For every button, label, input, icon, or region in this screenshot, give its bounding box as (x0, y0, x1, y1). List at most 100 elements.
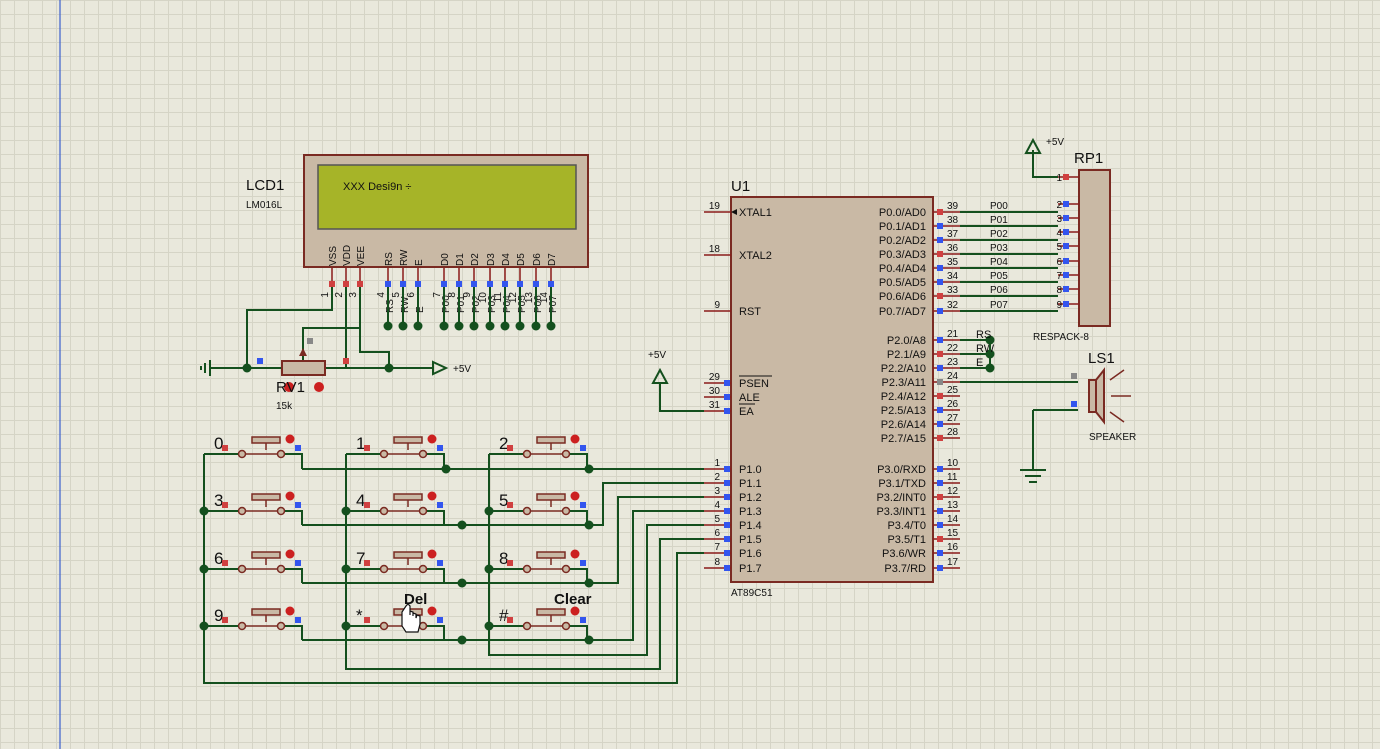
keypad-col-1[interactable] (345, 454, 704, 670)
keypad-wire[interactable] (427, 568, 445, 583)
p0-net-label: P02 (990, 229, 1008, 240)
keypad-contact (561, 621, 571, 631)
keypad-contact (276, 449, 286, 459)
keypad-col-2[interactable] (488, 454, 704, 656)
mcu-pin-num: 9 (714, 300, 720, 311)
keypad-contact (561, 506, 571, 516)
lcd-pin-name: D5 (516, 253, 527, 266)
keypad-button[interactable] (393, 493, 423, 501)
keypad-key-label: 6 (214, 549, 223, 568)
lcd-pin-name: D1 (455, 253, 466, 266)
power-arrow-icon (651, 367, 669, 384)
lcd-net-label: P05 (517, 295, 528, 313)
keypad-button[interactable] (251, 551, 281, 559)
keypad-button[interactable] (251, 493, 281, 501)
pin-marker (456, 281, 462, 287)
mcu-pin-num: 15 (947, 528, 959, 539)
pin-marker (517, 281, 523, 287)
probe-dot (427, 491, 437, 501)
rp-vcc[interactable] (1032, 150, 1058, 178)
mcu-pin-num: 6 (714, 528, 720, 539)
pin-marker (364, 617, 370, 623)
keypad-button[interactable] (393, 436, 423, 444)
ea-net[interactable] (659, 383, 704, 412)
keypad-row-1[interactable] (302, 482, 704, 526)
lcd-net-label: P04 (502, 295, 513, 313)
keypad-contact (237, 506, 247, 516)
respack-pin-num: 9 (1056, 300, 1062, 311)
pin-marker (502, 281, 508, 287)
keypad-wire[interactable] (285, 625, 303, 640)
lcd-screen (317, 164, 577, 230)
pin-marker (441, 281, 447, 287)
keypad-wire[interactable] (570, 453, 588, 469)
keypad-wire[interactable] (285, 453, 303, 469)
keypad-wire[interactable] (570, 625, 588, 640)
lcd-pin-num: 14 (539, 292, 550, 304)
p2-net-label: E (976, 357, 983, 369)
pin-marker (364, 502, 370, 508)
pin-marker (471, 281, 477, 287)
keypad-row-3[interactable] (302, 510, 704, 641)
keypad-col-0[interactable] (203, 454, 704, 684)
potentiometer-body[interactable] (281, 360, 326, 376)
pin-marker (1063, 301, 1069, 307)
pin-marker (548, 281, 554, 287)
mcu-pin-num: 21 (947, 329, 959, 340)
respack-body[interactable] (1078, 169, 1111, 327)
junction-dot (500, 321, 510, 331)
keypad-wire[interactable] (570, 510, 588, 525)
keypad-wire[interactable] (427, 453, 445, 469)
junction-dot (485, 321, 495, 331)
pin-marker (343, 358, 349, 364)
mcu-pin-name: XTAL1 (739, 207, 772, 219)
p0-net-label: P06 (990, 285, 1008, 296)
pin-marker (724, 480, 730, 486)
mcu-ref: U1 (731, 178, 750, 195)
gnd-net[interactable] (246, 287, 333, 368)
keypad-wire[interactable] (285, 510, 303, 525)
pin-marker (364, 560, 370, 566)
power-arrow-icon (432, 360, 449, 376)
keypad-button[interactable] (536, 608, 566, 616)
mcu-pin-name: P2.3/A11 (882, 377, 926, 389)
keypad-wire[interactable] (427, 625, 445, 640)
junction-dot (413, 321, 423, 331)
pin-marker (937, 279, 943, 285)
mcu-pin-num: 23 (947, 357, 959, 368)
pin-marker (724, 394, 730, 400)
pin-marker (937, 308, 943, 314)
pin-marker (937, 237, 943, 243)
lcd-net-label: P07 (548, 295, 559, 313)
keypad-button[interactable] (536, 493, 566, 501)
pin-marker (222, 617, 228, 623)
keypad-contact (379, 506, 389, 516)
pin-marker (937, 480, 943, 486)
keypad-button[interactable] (536, 551, 566, 559)
probe-dot (314, 382, 324, 392)
mcu-body[interactable] (730, 196, 934, 583)
keypad-button[interactable] (393, 551, 423, 559)
lcd-pin-name: E (414, 259, 425, 266)
keypad-key-label: * (356, 606, 363, 625)
keypad-wire[interactable] (285, 568, 303, 583)
p0-net-label: P03 (990, 243, 1008, 254)
speaker-body[interactable] (1088, 379, 1097, 413)
mcu-pin-name: P0.5/AD5 (879, 277, 926, 289)
keypad-wire[interactable] (570, 568, 588, 583)
keypad-button[interactable] (251, 608, 281, 616)
lcd-pin-name: VSS (328, 246, 339, 266)
keypad-button[interactable] (251, 436, 281, 444)
keypad-button[interactable] (536, 436, 566, 444)
power-label: +5V (648, 350, 666, 361)
keypad-wire[interactable] (427, 510, 445, 525)
vee-net[interactable] (359, 287, 390, 368)
respack-pin-num: 6 (1056, 257, 1062, 268)
pin-marker (724, 536, 730, 542)
pin-marker (507, 617, 513, 623)
p0-net-label: P05 (990, 271, 1008, 282)
probe-dot (427, 606, 437, 616)
pin-marker (937, 407, 943, 413)
